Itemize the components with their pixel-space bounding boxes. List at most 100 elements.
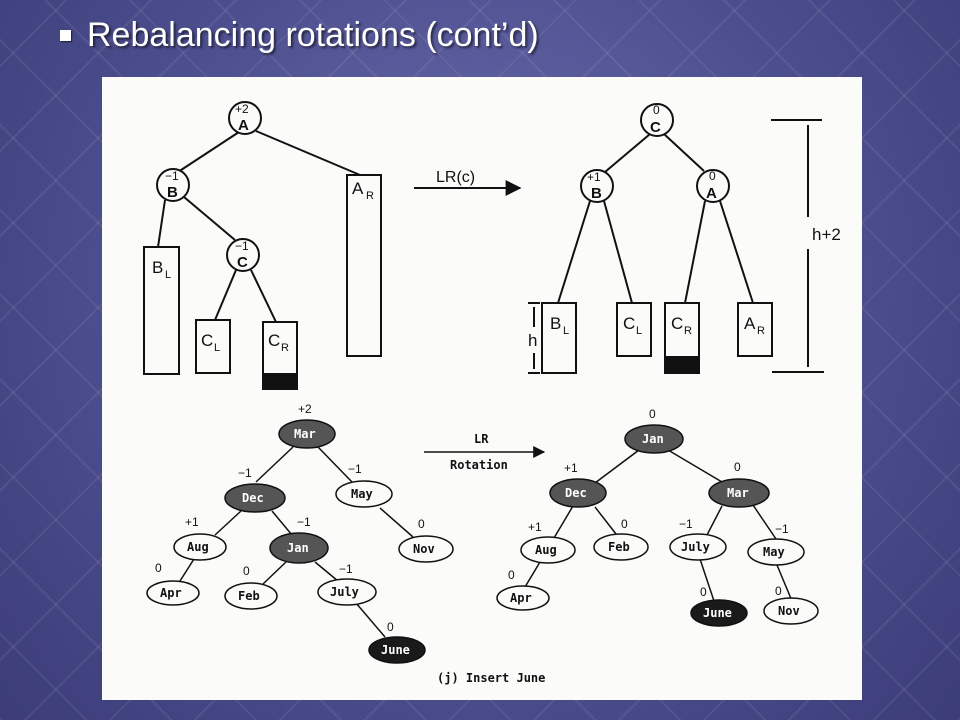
- node-mar-label: Mar: [294, 427, 316, 441]
- top-after-tree: [528, 103, 824, 374]
- node-jan-label: Jan: [287, 541, 309, 555]
- node-a-after-bf: 0: [709, 169, 716, 183]
- subtree-cr-sub: R: [281, 342, 289, 354]
- node-feb-label: Feb: [238, 589, 260, 603]
- node-a-bf: +2: [235, 102, 249, 116]
- node-dec-after-bf: +1: [564, 461, 578, 475]
- node-apr-bf: 0: [155, 561, 162, 575]
- node-may-after-bf: −1: [775, 522, 789, 536]
- subtree-ar: [346, 174, 382, 357]
- node-a-after-label: A: [706, 185, 717, 202]
- node-dec-after: [549, 478, 607, 508]
- subtree-cl-after: [616, 302, 652, 357]
- edge-b-c: [183, 196, 236, 241]
- edge-jan-mar-after: [667, 449, 723, 483]
- node-b: [156, 168, 190, 202]
- subtree-bl-main: B: [152, 258, 163, 277]
- edge-may-nov-after: [776, 564, 793, 602]
- node-nov-bf: 0: [418, 517, 425, 531]
- node-jan-bf: −1: [297, 515, 311, 529]
- node-aug-bf: +1: [185, 515, 199, 529]
- edge-mar-may-after: [752, 504, 777, 540]
- node-apr: [146, 580, 200, 606]
- node-apr-after-label: Apr: [510, 591, 532, 605]
- edge-a-b: [177, 131, 240, 173]
- node-mar-bf: +2: [298, 402, 312, 416]
- node-july-after-label: July: [681, 540, 710, 554]
- subtree-cl-after-sub: L: [636, 325, 642, 337]
- node-b-bf: −1: [165, 169, 179, 183]
- subtree-ar-after: [737, 302, 773, 357]
- subtree-ar-after-sub: R: [757, 325, 765, 337]
- edge-may-nov: [379, 507, 414, 538]
- node-july-after: [669, 533, 727, 561]
- edge-mar-may: [317, 446, 353, 483]
- node-jan-after-label: Jan: [642, 432, 664, 446]
- edge-b-bl-after: [557, 200, 591, 304]
- edge-aug-apr: [179, 558, 195, 582]
- subtree-ar-main: A: [352, 179, 364, 198]
- node-apr-label: Apr: [160, 586, 182, 600]
- node-feb: [224, 582, 278, 610]
- edge-c-cr: [250, 269, 277, 323]
- node-june-label: June: [381, 643, 410, 657]
- node-mar-after-label: Mar: [727, 486, 749, 500]
- node-b-after-bf: +1: [587, 170, 601, 184]
- node-nov-label: Nov: [413, 542, 435, 556]
- subtree-cl-main: C: [201, 331, 213, 350]
- bottom-arrow-label-2: Rotation: [450, 458, 508, 472]
- edge-jan-feb: [262, 561, 287, 585]
- node-jan: [269, 532, 329, 564]
- subtree-cl-sub: L: [214, 342, 220, 354]
- node-c-after-bf: 0: [653, 103, 660, 117]
- node-dec-bf: −1: [238, 466, 252, 480]
- node-dec: [224, 483, 286, 513]
- node-aug-after: [520, 536, 576, 564]
- node-c-bf: −1: [235, 239, 249, 253]
- node-aug-label: Aug: [187, 540, 209, 554]
- subtree-cr-after-growth: [666, 356, 699, 373]
- edge-a-ar: [255, 130, 361, 176]
- edge-july-june: [355, 602, 386, 638]
- node-c: [226, 238, 260, 272]
- node-b-after-label: B: [591, 185, 602, 202]
- node-may-label: May: [351, 487, 373, 501]
- edge-jan-dec-after: [594, 449, 640, 484]
- edge-dec-jan: [271, 510, 293, 536]
- node-june: [368, 636, 426, 664]
- subtree-bl-sub: L: [165, 269, 171, 281]
- node-aug-after-label: Aug: [535, 543, 557, 557]
- edge-c-a-after: [663, 133, 705, 172]
- edge-b-cl-after: [603, 200, 633, 304]
- subtree-cr-after-sub: R: [684, 325, 692, 337]
- subtree-bl-after-sub: L: [563, 325, 569, 337]
- node-dec-label: Dec: [242, 491, 264, 505]
- slide-title-text: Rebalancing rotations (cont’d): [87, 16, 539, 54]
- edge-july-june-after: [699, 558, 715, 602]
- edge-dec-aug: [214, 510, 242, 536]
- node-b-label: B: [167, 184, 178, 201]
- node-feb-after-bf: 0: [621, 517, 628, 531]
- node-june-bf: 0: [387, 620, 394, 634]
- bottom-arrow-label-1: LR: [474, 432, 489, 446]
- edge-b-bl: [157, 199, 166, 248]
- top-before-tree: [143, 101, 382, 390]
- node-july-after-bf: −1: [679, 517, 693, 531]
- subtree-cr-main: C: [268, 331, 280, 350]
- node-mar: [278, 419, 336, 449]
- slide-title: Rebalancing rotations (cont’d): [60, 16, 539, 55]
- node-june-after: [690, 599, 748, 627]
- node-may-after-label: May: [763, 545, 785, 559]
- edge-c-cl: [214, 269, 237, 321]
- node-july: [317, 578, 377, 606]
- node-feb-after: [593, 533, 649, 561]
- node-nov-after-bf: 0: [775, 584, 782, 598]
- subtree-cr-growth: [264, 373, 297, 389]
- node-mar-after: [708, 478, 770, 508]
- edge-aug-apr-after: [524, 561, 541, 588]
- node-feb-after-label: Feb: [608, 540, 630, 554]
- node-c-label: C: [237, 254, 248, 271]
- subtree-cr-after-main: C: [671, 314, 683, 333]
- edge-jan-july: [314, 561, 339, 582]
- edge-dec-feb-after: [594, 506, 617, 535]
